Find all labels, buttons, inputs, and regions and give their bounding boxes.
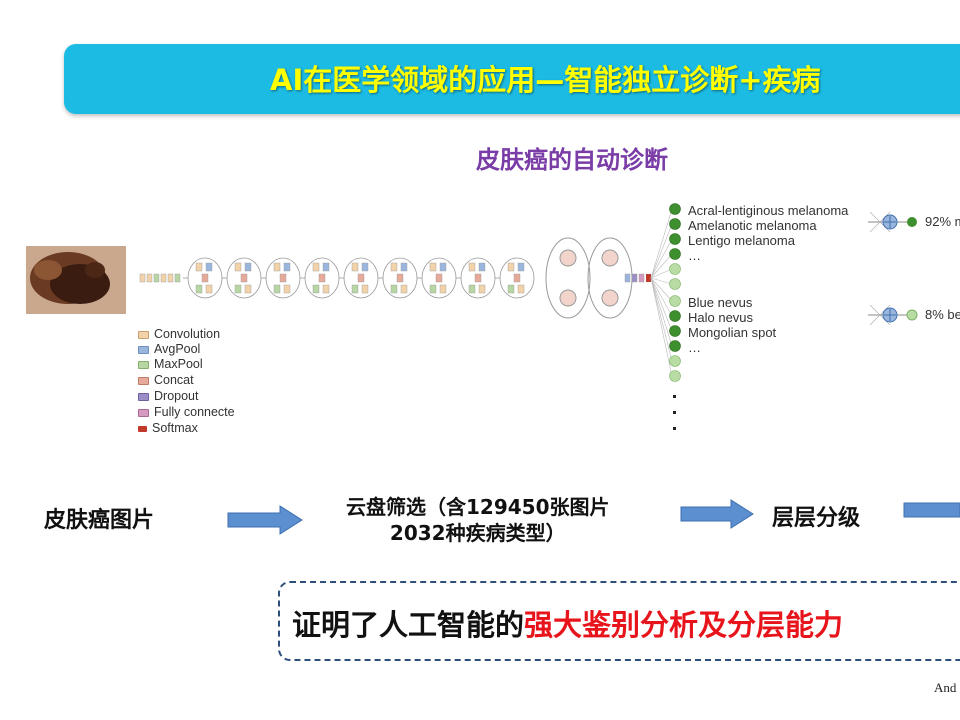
legend-swatch (138, 425, 147, 432)
fan-line (650, 238, 673, 279)
output-node (669, 278, 681, 290)
legend-item-maxpool: MaxPool (138, 357, 203, 372)
inception-module (183, 257, 223, 299)
legend-label: Fully connecte (154, 405, 235, 419)
citation: And (934, 680, 957, 695)
output-node (669, 295, 681, 307)
output-node (669, 203, 681, 215)
output-probability-benign: 8% be (925, 307, 960, 322)
inception-module (222, 257, 262, 299)
conclusion-text: 证明了人工智能的强大鉴别分析及分层能力 (292, 602, 843, 644)
fan-line (650, 277, 673, 362)
legend-item-convolution: Convolution (138, 327, 220, 342)
legend-swatch (138, 345, 149, 354)
output-node (669, 248, 681, 260)
slide-title: AI在医学领域的应用—智能独立诊断+疾病 (270, 63, 821, 97)
fan-line (650, 208, 673, 279)
class-label: Lentigo melanoma (688, 233, 795, 248)
fan-line (650, 277, 673, 347)
flow-arrow-1 (227, 505, 303, 535)
flow-step-skin-image: 皮肤癌图片 (44, 508, 155, 533)
output-probability-malignant: 92% m (925, 214, 960, 229)
output-node (669, 263, 681, 275)
inception-modules (183, 257, 535, 299)
conclusion-part2-highlight: 强大鉴别分析及分层能力 (524, 608, 844, 642)
legend-label: AvgPool (154, 342, 201, 356)
flow-step-cloud-filter-line2: 2032种疾病类型） (389, 521, 566, 545)
inception-module (261, 257, 301, 299)
fan-line (650, 268, 673, 279)
class-label: Acral-lentiginous melanoma (688, 203, 849, 218)
slide-subtitle: 皮肤癌的自动诊断 (476, 146, 668, 174)
skin-lesion-photo (26, 246, 126, 314)
legend-item-concat: Concat (138, 373, 194, 388)
legend-swatch (138, 408, 149, 417)
inception-module (339, 257, 379, 299)
conclusion-part1: 证明了人工智能的 (292, 608, 525, 642)
class-label: Mongolian spot (688, 325, 777, 340)
fan-line (650, 277, 673, 332)
class-label: Halo nevus (688, 310, 754, 325)
inception-module (417, 257, 457, 299)
flow-arrow-3 (903, 502, 960, 518)
output-node (669, 325, 681, 337)
output-indicator-malignant (868, 211, 917, 233)
output-node (669, 218, 681, 230)
fan-line (650, 277, 673, 377)
legend-swatch (138, 376, 149, 385)
legend-item-dropout: Dropout (138, 389, 198, 404)
reduction-module-1 (545, 237, 591, 319)
class-label: … (688, 340, 701, 355)
conclusion-box (278, 581, 960, 661)
inception-module (300, 257, 340, 299)
class-label: … (688, 248, 701, 263)
flow-step-cloud-filter: 云盘筛选（含129450张图片 2032种疾病类型） (346, 494, 610, 546)
fan-line (650, 277, 673, 317)
fan-line (650, 223, 673, 279)
output-indicator-benign (868, 304, 918, 326)
legend-swatch (138, 330, 149, 339)
output-node (669, 355, 681, 367)
flow-arrow-2 (680, 499, 754, 529)
inception-module (456, 257, 496, 299)
flow-step-classification: 层层分级 (772, 506, 861, 531)
output-fan-lines (650, 208, 673, 377)
flow-step-cloud-filter-line1: 云盘筛选（含129450张图片 (346, 495, 610, 519)
legend-item-softmax: Softmax (138, 421, 198, 436)
legend-label: MaxPool (154, 357, 203, 371)
title-bar (64, 44, 960, 114)
fan-line (650, 277, 673, 285)
legend-swatch (138, 392, 149, 401)
output-node (669, 310, 681, 322)
network-stem (139, 273, 181, 283)
legend-label: Softmax (152, 421, 198, 435)
fan-line (650, 253, 673, 279)
legend-label: Convolution (154, 327, 221, 341)
network-head (624, 273, 651, 283)
class-label: Amelanotic melanoma (688, 218, 817, 233)
continuation-dots (673, 395, 676, 430)
legend-label: Dropout (154, 389, 199, 403)
inception-module (378, 257, 418, 299)
inception-module (495, 257, 535, 299)
output-node (669, 233, 681, 245)
output-nodes (669, 203, 681, 382)
legend-item-avgpool: AvgPool (138, 342, 200, 357)
output-node (669, 370, 681, 382)
legend-item-fully-connected: Fully connecte (138, 405, 235, 420)
output-node (669, 340, 681, 352)
legend-swatch (138, 360, 149, 369)
fan-line (650, 277, 673, 302)
cnn-architecture-diagram (26, 203, 918, 430)
legend-label: Concat (154, 373, 194, 387)
class-label: Blue nevus (688, 295, 753, 310)
